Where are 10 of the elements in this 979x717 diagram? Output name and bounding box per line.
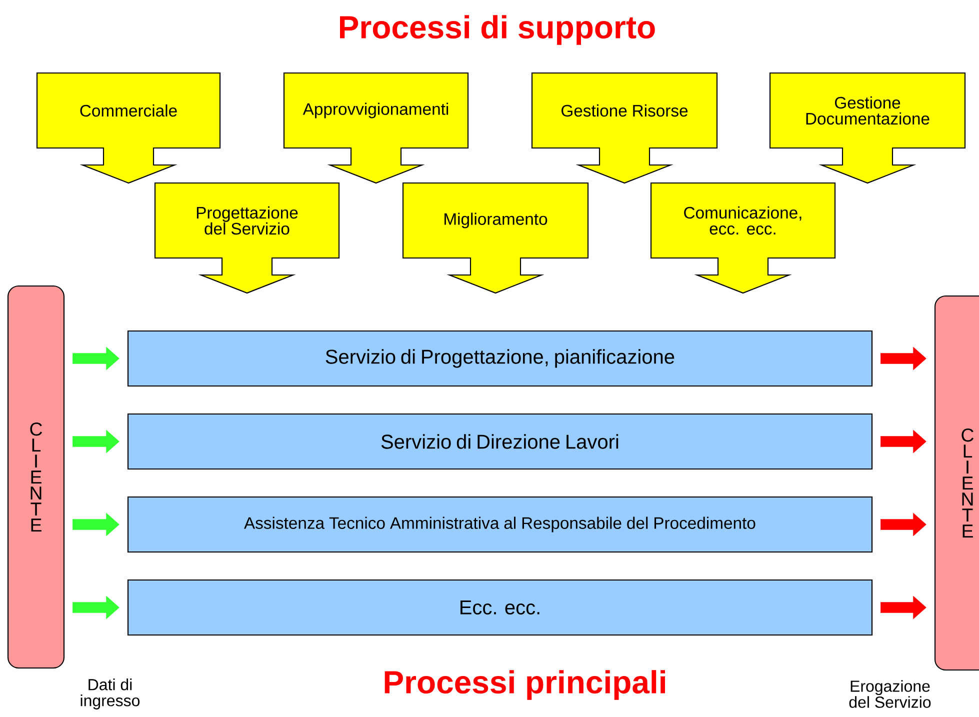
process-box: Ecc. ecc. bbox=[127, 579, 873, 636]
client-bar: C L I E N T E bbox=[7, 285, 65, 669]
process-box: Assistenza Tecnico Amministrativa al Responsabile del Procedimento bbox=[127, 496, 873, 553]
note-text: Erogazione del Servizio bbox=[849, 680, 931, 708]
note-text: Dati di ingresso bbox=[80, 678, 140, 710]
process-box: Servizio di Progettazione, pianificazione bbox=[127, 330, 873, 387]
title: Processi di supporto bbox=[340, 15, 655, 45]
process-box: Servizio di Direzione Lavori bbox=[127, 413, 873, 470]
client-bar: C L I E N T E bbox=[934, 295, 979, 671]
heading: Processi principali bbox=[384, 670, 665, 700]
